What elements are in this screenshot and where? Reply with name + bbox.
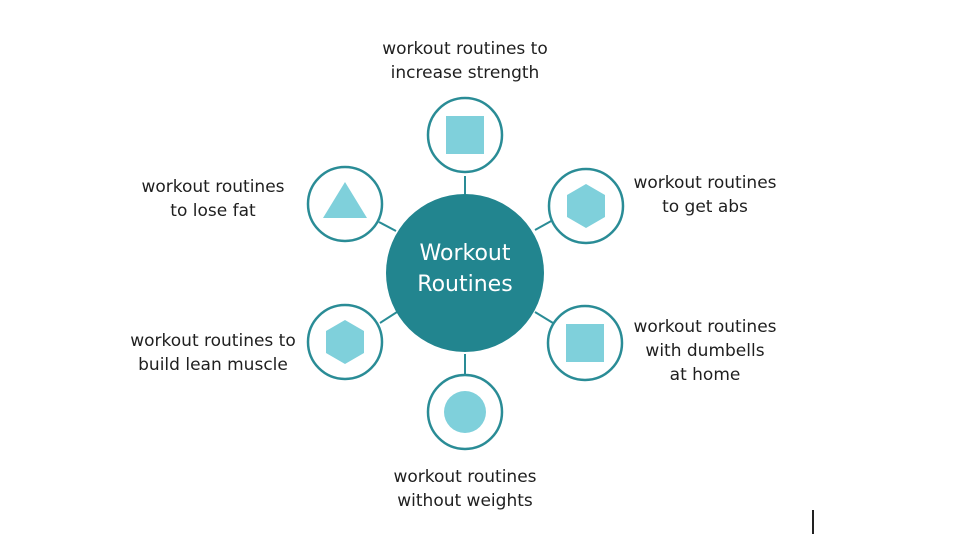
node-lose-fat xyxy=(306,165,384,243)
square-icon xyxy=(446,116,484,154)
node-lean-muscle xyxy=(306,303,384,381)
label-lean-muscle: workout routines to build lean muscle xyxy=(130,331,296,375)
square-icon xyxy=(566,324,604,362)
label-without-weights: workout routines without weights xyxy=(393,467,537,511)
node-dumbells xyxy=(546,304,624,382)
connector-fat xyxy=(378,221,397,232)
node-strength xyxy=(426,96,504,174)
triangle-icon xyxy=(323,182,367,218)
connector-muscle xyxy=(379,311,398,324)
label-lose-fat: workout routines to lose fat xyxy=(141,177,285,221)
connector-abs xyxy=(534,219,554,231)
label-dumbells: workout routines with dumbells at home xyxy=(633,317,777,385)
hub-title-line2: Routines xyxy=(417,272,513,297)
hub-title: Workout Routines xyxy=(386,238,544,300)
hexagon-icon xyxy=(326,320,364,364)
label-strength: workout routines to increase strength xyxy=(382,39,548,83)
circle-icon xyxy=(444,391,486,433)
node-without-weights xyxy=(426,373,504,451)
hub-title-line1: Workout xyxy=(419,241,511,266)
node-abs xyxy=(547,167,625,245)
label-abs: workout routines to get abs xyxy=(633,173,777,217)
hub-circle xyxy=(386,194,544,352)
hexagon-icon xyxy=(567,184,605,228)
text-cursor xyxy=(812,510,814,534)
connector-dumbells xyxy=(534,311,554,324)
